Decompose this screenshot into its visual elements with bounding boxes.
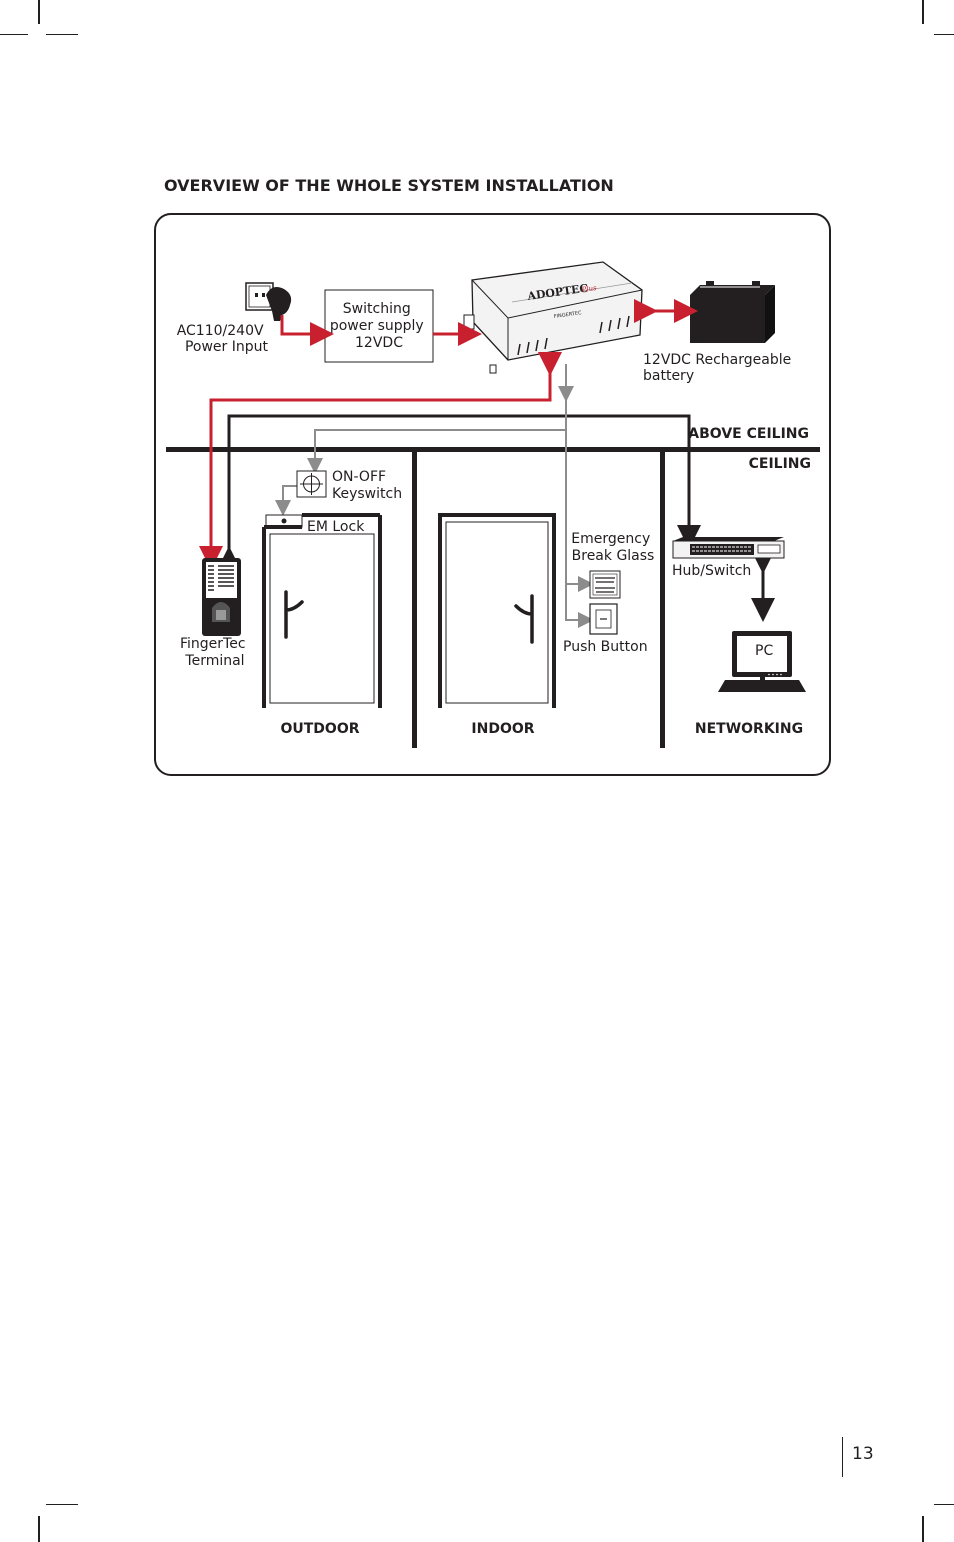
crop-mark (38, 0, 40, 24)
page-number-divider (842, 1437, 843, 1477)
svg-text:FINGERTEC: FINGERTEC (553, 310, 582, 320)
network-wire (227, 414, 701, 558)
keyswitch-icon (296, 470, 327, 498)
power-input-label: AC110/240V Power Input (177, 323, 269, 355)
push-button-label: Push Button (563, 639, 648, 655)
signal-wire (565, 394, 594, 628)
crop-mark (934, 1504, 954, 1505)
break-glass-label: Emergency Break Glass (571, 531, 654, 564)
power-wire (280, 315, 334, 346)
zone-outdoor-label: OUTDOOR (280, 721, 359, 737)
partition-wall (412, 452, 417, 748)
terminal-label: FingerTec Terminal (180, 636, 250, 669)
partition-wall (660, 452, 665, 748)
signal-wire (275, 485, 298, 516)
ceiling-line (166, 447, 820, 452)
battery-label: 12VDC Rechargeable battery (643, 352, 796, 384)
indoor-door-icon (438, 513, 556, 708)
terminal-power-wire (199, 352, 562, 570)
crop-mark (922, 1516, 924, 1542)
crop-mark (46, 34, 78, 35)
pc-label: PC (755, 643, 773, 659)
em-lock-label: EM Lock (307, 519, 365, 535)
wall-socket-icon (245, 282, 292, 321)
crop-mark (0, 34, 28, 35)
keyswitch-label: ON-OFF Keyswitch (332, 469, 402, 502)
hub-switch-icon (672, 537, 785, 559)
battery-icon (690, 281, 775, 343)
power-supply-label: Switching power supply 12VDC (330, 301, 428, 351)
diagram-frame (154, 213, 831, 776)
push-button-icon (589, 603, 618, 635)
page-number: 13 (852, 1444, 874, 1464)
crop-mark (46, 1504, 78, 1505)
above-ceiling-label: ABOVE CEILING (688, 426, 809, 442)
fingertec-terminal-icon (202, 558, 241, 636)
outdoor-door-icon (262, 513, 382, 708)
hub-switch-label: Hub/Switch (672, 563, 751, 579)
svg-text:Plus: Plus (580, 284, 597, 294)
controller-maker: FINGERTEC (553, 310, 582, 320)
break-glass-icon (589, 570, 621, 599)
adoptec-controller-icon: ADOPTEC Plus FINGERTEC (463, 261, 643, 374)
signal-wire (307, 429, 566, 474)
zone-indoor-label: INDOOR (471, 721, 534, 737)
crop-mark (934, 34, 954, 35)
page-title: OVERVIEW OF THE WHOLE SYSTEM INSTALLATIO… (164, 176, 614, 195)
crop-mark (38, 1516, 40, 1542)
pc-icon: PC (718, 631, 806, 692)
controller-brand-suffix: Plus (580, 284, 597, 294)
ceiling-label: CEILING (749, 456, 811, 472)
crop-mark (922, 0, 924, 24)
zone-networking-label: NETWORKING (695, 721, 803, 737)
